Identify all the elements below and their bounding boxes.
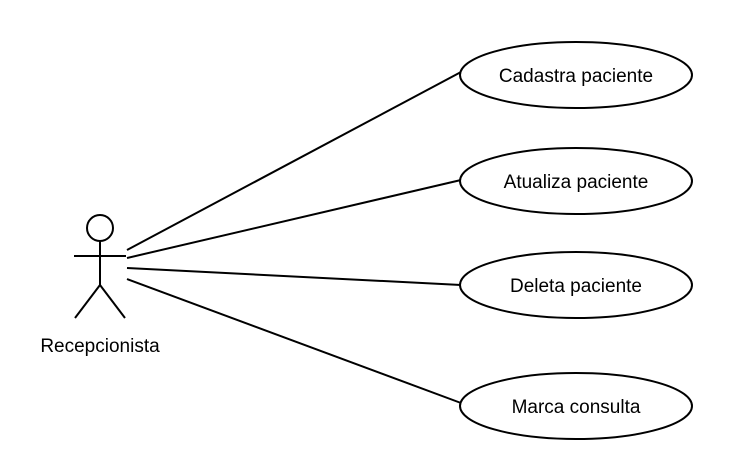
use-case-ellipse — [459, 41, 693, 109]
use-case-ellipse — [459, 147, 693, 215]
associations — [126, 71, 462, 404]
use-case-ellipse — [459, 372, 693, 440]
use-case-cadastra-paciente[interactable]: Cadastra paciente — [459, 41, 693, 109]
actor-right-leg — [99, 284, 126, 319]
use-case-atualiza-paciente[interactable]: Atualiza paciente — [459, 147, 693, 215]
use-case-marca-consulta[interactable]: Marca consulta — [459, 372, 693, 440]
actor-name: Recepcionista — [40, 336, 160, 357]
association-deleta-paciente — [126, 267, 462, 286]
use-case-deleta-paciente[interactable]: Deleta paciente — [459, 251, 693, 319]
actor-head — [86, 214, 114, 242]
actor-recepcionista[interactable]: Recepcionista — [40, 214, 160, 357]
association-marca-consulta — [126, 278, 462, 404]
association-atualiza-paciente — [126, 179, 462, 259]
association-cadastra-paciente — [126, 71, 462, 251]
use-case-label: Deleta paciente — [510, 276, 642, 297]
use-case-label: Marca consulta — [512, 397, 641, 418]
use-case-label: Atualiza paciente — [504, 172, 649, 193]
actor-left-leg — [74, 284, 101, 319]
use-case-ellipse — [459, 251, 693, 319]
use-case-label: Cadastra paciente — [499, 66, 653, 87]
